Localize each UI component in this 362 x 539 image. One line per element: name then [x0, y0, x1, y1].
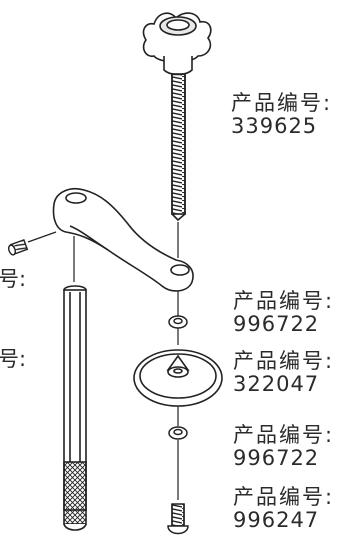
part-label-washer-1: 产品编号: 996722 — [233, 290, 334, 336]
disc-base — [133, 349, 223, 407]
cropped-label-fragment-lower: 号: — [0, 347, 27, 371]
part-caption: 产品编号: — [233, 485, 335, 509]
part-number: 996247 — [233, 508, 320, 532]
rod — [63, 285, 87, 531]
part-label-disc-base: 产品编号: 322047 — [233, 350, 334, 396]
grub-screw — [8, 239, 29, 256]
knob-screw — [142, 12, 212, 222]
part-caption: 产品编号: — [233, 423, 335, 447]
part-label-bottom-screw: 产品编号: 996247 — [233, 486, 334, 532]
part-number: 996722 — [233, 312, 320, 336]
handle-arm — [52, 188, 194, 292]
part-label-knob-screw: 产品编号: 339625 — [231, 92, 332, 138]
cropped-label-fragment-upper: 号: — [0, 267, 27, 291]
part-caption: 产品编号: — [233, 289, 335, 313]
bottom-screw — [167, 503, 189, 535]
part-caption: 产品编号: — [233, 349, 335, 373]
assembly-axis — [27, 222, 179, 500]
part-number: 339625 — [231, 114, 318, 138]
washer-1 — [168, 315, 188, 329]
part-number: 322047 — [233, 372, 320, 396]
part-caption: 产品编号: — [231, 91, 333, 115]
part-number: 996722 — [233, 446, 320, 470]
washer-2 — [168, 426, 188, 440]
part-label-washer-2: 产品编号: 996722 — [233, 424, 334, 470]
